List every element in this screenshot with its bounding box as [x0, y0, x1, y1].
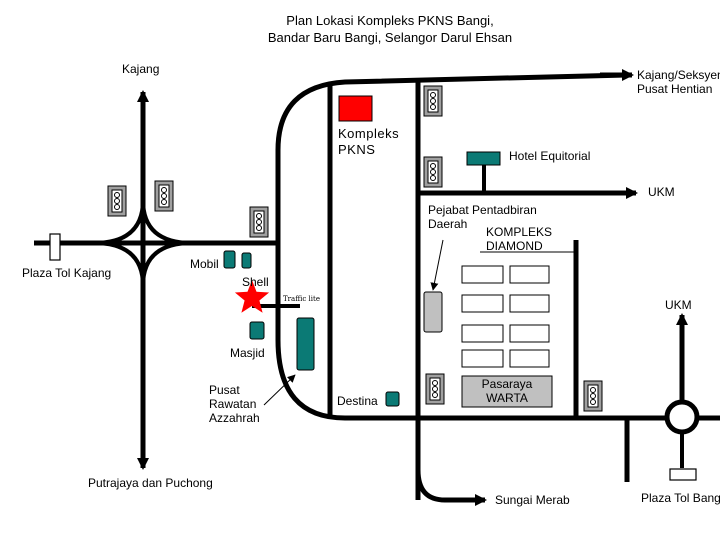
- map-title-line-2: Bandar Baru Bangi, Selangor Darul Ehsan: [267, 30, 513, 45]
- label-kompleks-pkns-line-1: Kompleks: [338, 126, 400, 141]
- roundabout: [664, 399, 700, 435]
- label-plaza-tol-kajang: Plaza Tol Kajang: [22, 266, 112, 280]
- label-pusat-line-2: Rawatan: [209, 397, 257, 411]
- label-pusat-rawatan: Pusat Rawatan Azzahrah: [209, 383, 260, 425]
- label-masjid: Masjid: [230, 346, 265, 360]
- traffic-light-icon: [423, 156, 443, 188]
- label-plaza-tol-bangi: Plaza Tol Bangi: [641, 491, 720, 505]
- road-sungai-merab: [415, 469, 487, 506]
- label-kajang-seksyen-line-2: Pusat Hentian: [637, 82, 713, 96]
- label-kajang-seksyen: Kajang/Seksyen Pusat Hentian: [637, 68, 720, 96]
- label-traffic-lite: Traffic lite: [283, 295, 320, 303]
- label-ukm-north: UKM: [665, 298, 692, 312]
- map-title-line-1: Plan Lokasi Kompleks PKNS Bangi,: [286, 13, 494, 28]
- label-pejabat-line-1: Pejabat Pentadbiran: [428, 203, 537, 217]
- road-main-loop: [275, 72, 720, 421]
- toll-gate-kajang: [49, 233, 61, 261]
- label-ukm-east: UKM: [648, 185, 675, 199]
- diamond-block: [461, 324, 504, 343]
- location-star-icon: [234, 280, 270, 313]
- label-kajang: Kajang: [122, 62, 160, 76]
- diamond-block: [461, 265, 504, 284]
- traffic-light-icon: [249, 206, 269, 238]
- label-pasaraya-warta: Pasaraya WARTA: [462, 377, 552, 405]
- pusat-pointer: [263, 374, 296, 406]
- interchange-loop-sw: [93, 241, 145, 287]
- label-diamond-line-2: DIAMOND: [486, 239, 543, 253]
- pusat-rawatan-building: [296, 317, 315, 371]
- diamond-block: [461, 294, 504, 313]
- kompleks-pkns-building: [338, 95, 373, 122]
- traffic-light-icon: [423, 85, 443, 117]
- diamond-block: [509, 349, 550, 368]
- label-kompleks-diamond: KOMPLEKS DIAMOND: [486, 225, 552, 253]
- label-putrajaya-puchong: Putrajaya dan Puchong: [88, 476, 213, 490]
- label-hotel-equitorial: Hotel Equitorial: [509, 149, 591, 163]
- diamond-block: [509, 294, 550, 313]
- diamond-block: [509, 265, 550, 284]
- label-mobil: Mobil: [190, 257, 219, 271]
- interchange-loop-se: [141, 241, 193, 287]
- label-kompleks-pkns-line-2: PKNS: [338, 142, 376, 157]
- label-pasaraya-line-2: WARTA: [486, 391, 528, 405]
- hotel-equitorial-building: [466, 151, 501, 166]
- label-kompleks-pkns: Kompleks PKNS: [338, 126, 399, 158]
- label-kajang-seksyen-line-1: Kajang/Seksyen: [637, 68, 720, 82]
- pasaraya-warta-building: [461, 375, 553, 408]
- traffic-light-icon: [425, 373, 445, 405]
- shell-station: [241, 252, 252, 269]
- label-pejabat-line-2: Daerah: [428, 217, 468, 231]
- destina-building: [385, 391, 400, 407]
- mobil-station: [223, 250, 236, 269]
- traffic-light-icon: [154, 180, 174, 212]
- label-pusat-line-3: Azzahrah: [209, 411, 260, 425]
- pejabat-building: [423, 291, 443, 333]
- label-sungai-merab: Sungai Merab: [495, 493, 570, 507]
- label-shell: Shell: [242, 275, 269, 289]
- diamond-block: [461, 349, 504, 368]
- traffic-light-icon: [107, 185, 127, 217]
- masjid-building: [249, 321, 265, 340]
- label-destina: Destina: [337, 394, 378, 408]
- label-pusat-line-1: Pusat: [209, 383, 240, 397]
- traffic-light-icon: [583, 380, 603, 412]
- label-pasaraya-line-1: Pasaraya: [481, 377, 533, 391]
- label-pejabat: Pejabat Pentadbiran Daerah: [428, 203, 537, 231]
- pejabat-pointer: [430, 239, 444, 291]
- label-diamond-line-1: KOMPLEKS: [486, 225, 553, 239]
- diamond-block: [509, 324, 550, 343]
- toll-gate-bangi: [669, 468, 697, 481]
